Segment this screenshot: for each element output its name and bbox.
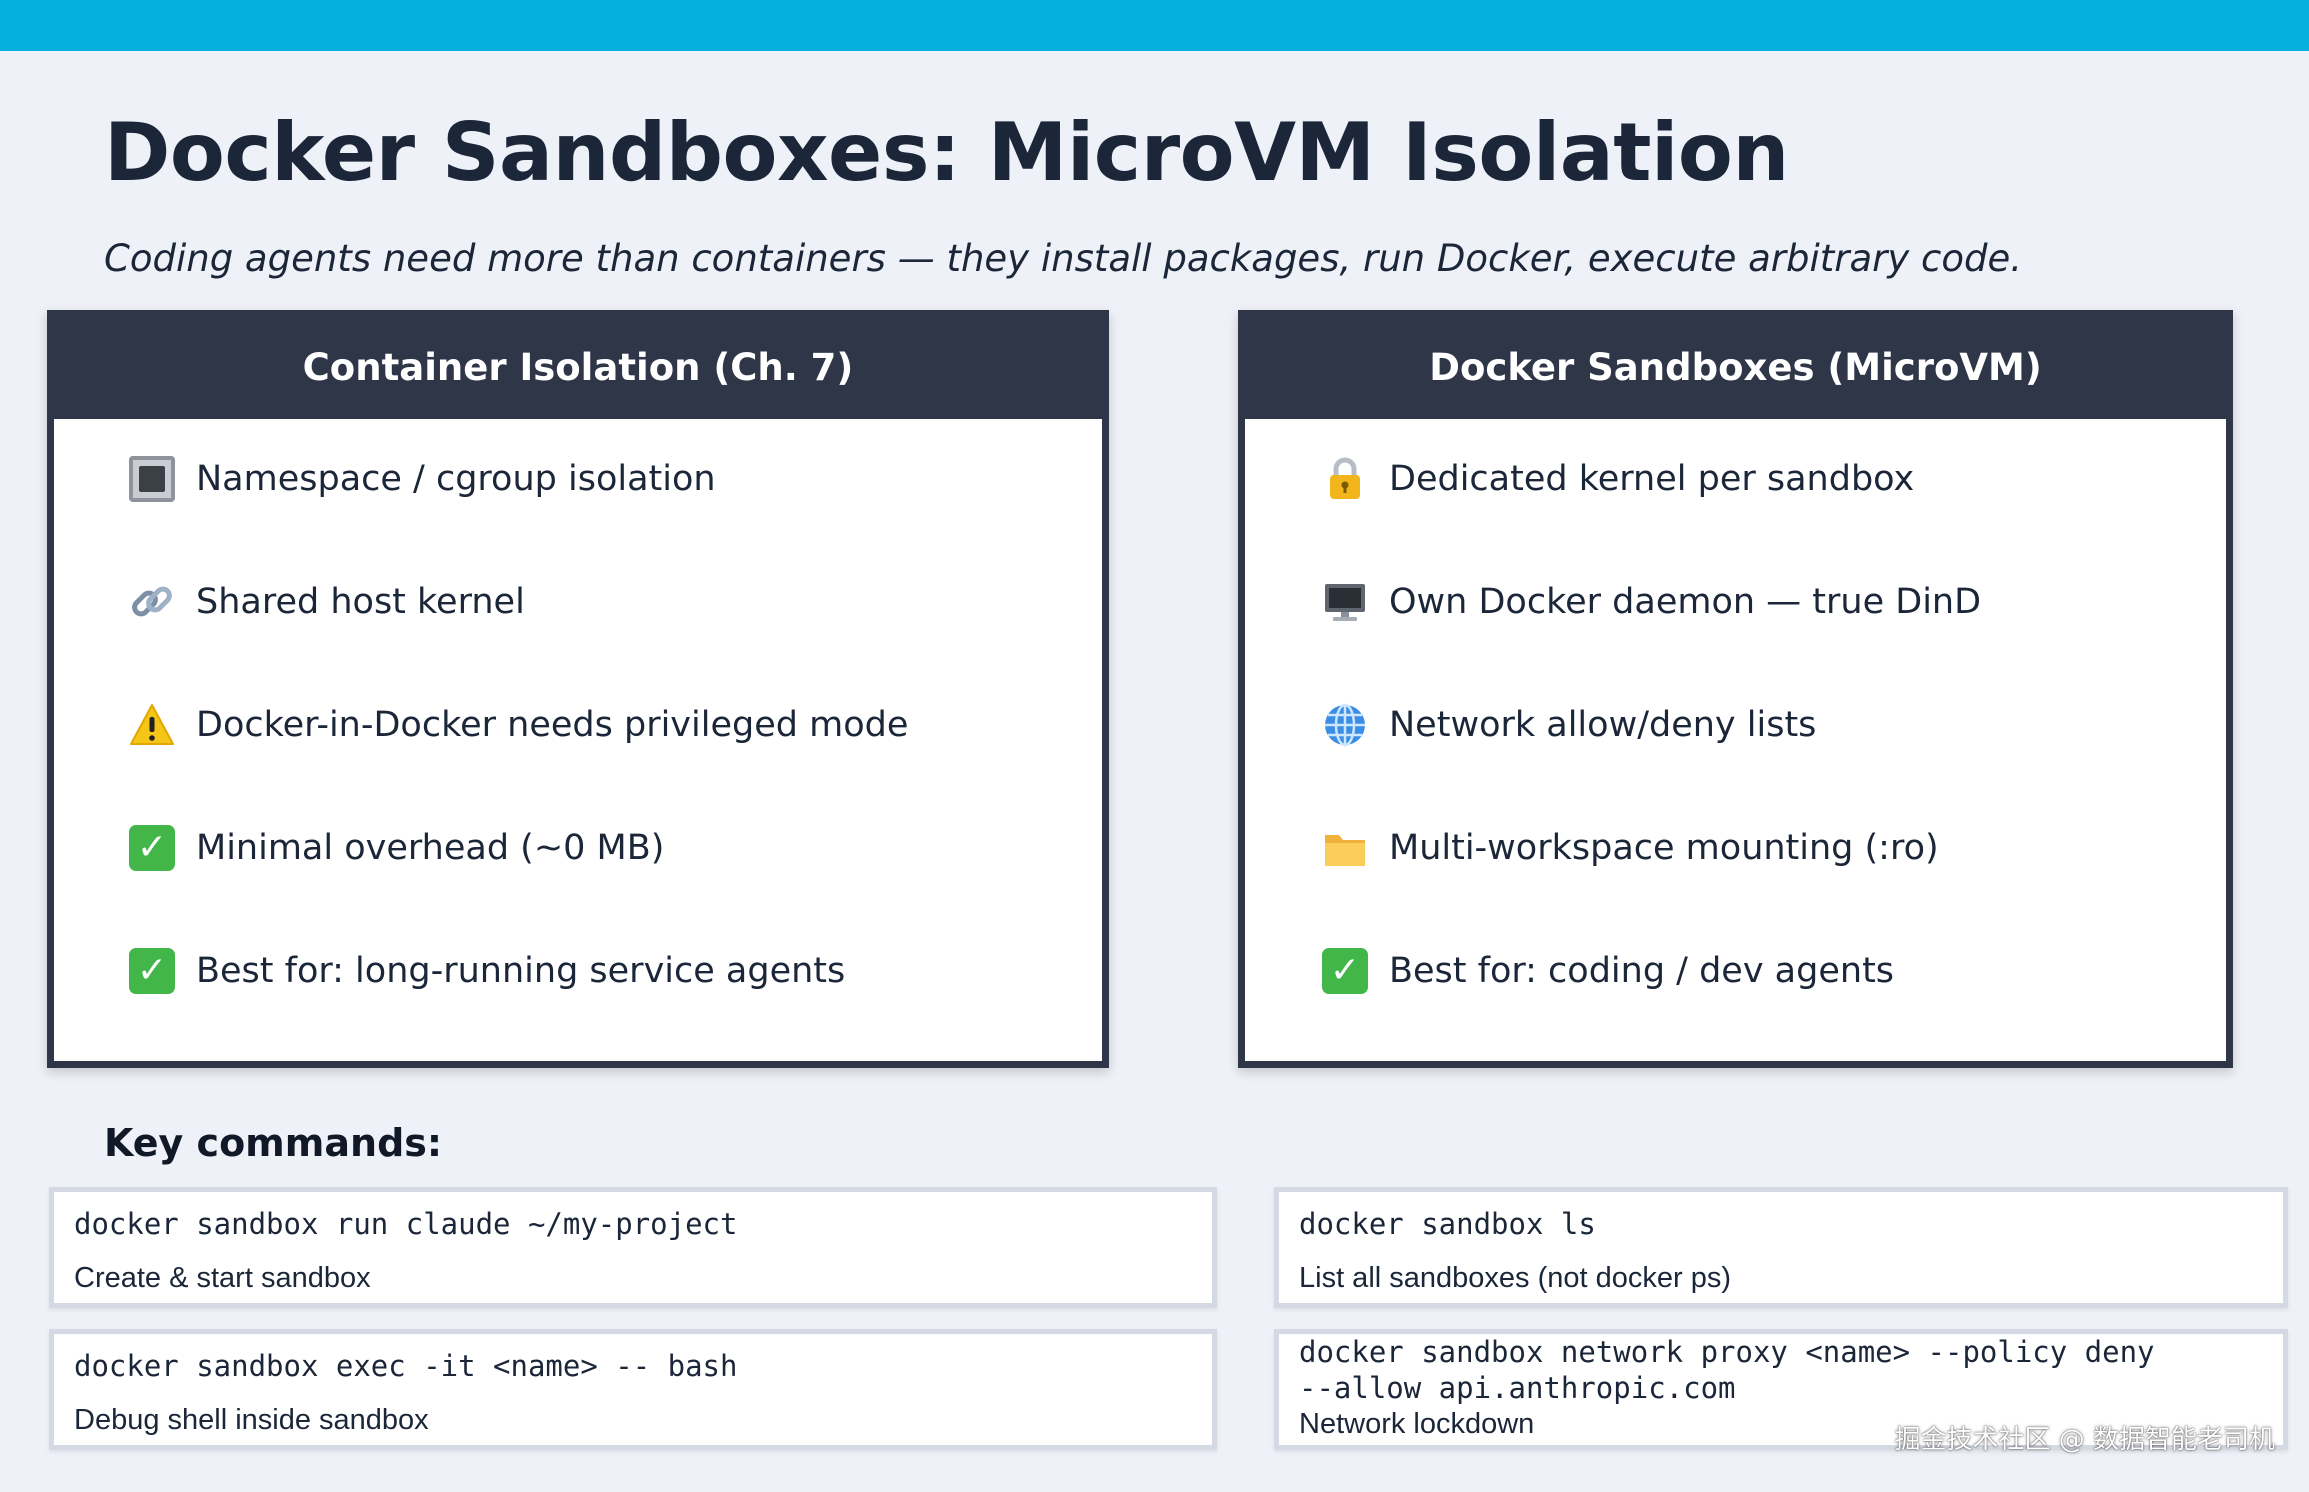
command-description: Debug shell inside sandbox (74, 1404, 429, 1436)
panel-header: Container Isolation (Ch. 7) (54, 316, 1102, 419)
monitor-icon (1322, 579, 1368, 625)
command-code: docker sandbox network proxy <name> --po… (1299, 1335, 2155, 1405)
command-code: docker sandbox ls (1299, 1207, 1596, 1241)
folder-icon (1322, 825, 1368, 871)
list-item-text: Network allow/deny lists (1389, 705, 1817, 745)
warning-icon (129, 702, 175, 748)
list-item: ✓ Best for: coding / dev agents (1322, 936, 1894, 1006)
top-accent-bar (0, 0, 2309, 51)
check-icon: ✓ (129, 825, 175, 871)
panel-header: Docker Sandboxes (MicroVM) (1245, 316, 2226, 419)
list-item: Network allow/deny lists (1322, 690, 1816, 760)
list-item: Own Docker daemon — true DinD (1322, 567, 1981, 637)
command-card: docker sandbox ls List all sandboxes (no… (1274, 1187, 2288, 1308)
link-icon (129, 579, 175, 625)
command-card: docker sandbox exec -it <name> -- bash D… (49, 1329, 1217, 1450)
page-title: Docker Sandboxes: MicroVM Isolation (104, 106, 1789, 199)
docker-sandboxes-panel: Docker Sandboxes (MicroVM) Dedicated ker… (1238, 310, 2233, 1068)
list-item: ✓ Minimal overhead (~0 MB) (129, 813, 664, 883)
list-item: Namespace / cgroup isolation (129, 444, 716, 514)
command-code: docker sandbox exec -it <name> -- bash (74, 1349, 738, 1383)
globe-icon (1322, 702, 1368, 748)
command-description: Network lockdown (1299, 1408, 1535, 1440)
watermark: 掘金技术社区 @ 数据智能老司机 (1894, 1425, 2275, 1455)
command-description: Create & start sandbox (74, 1262, 371, 1294)
key-commands-heading: Key commands: (104, 1121, 443, 1165)
list-item-text: Own Docker daemon — true DinD (1389, 582, 1982, 622)
list-item-text: Minimal overhead (~0 MB) (196, 828, 665, 868)
list-item: ✓ Best for: long-running service agents (129, 936, 845, 1006)
list-item-text: Best for: coding / dev agents (1389, 951, 1895, 991)
command-code: docker sandbox run claude ~/my-project (74, 1207, 738, 1241)
list-item: Multi-workspace mounting (:ro) (1322, 813, 1939, 883)
list-item-text: Namespace / cgroup isolation (196, 459, 716, 499)
command-description: List all sandboxes (not docker ps) (1299, 1262, 1731, 1294)
check-icon: ✓ (1322, 948, 1368, 994)
command-card: docker sandbox run claude ~/my-project C… (49, 1187, 1217, 1308)
list-item-text: Dedicated kernel per sandbox (1389, 459, 1915, 499)
container-isolation-panel: Container Isolation (Ch. 7) Namespace / … (47, 310, 1109, 1068)
list-item: Dedicated kernel per sandbox (1322, 444, 1914, 514)
list-item-text: Shared host kernel (196, 582, 525, 622)
list-item: Docker-in-Docker needs privileged mode (129, 690, 908, 760)
list-item-text: Docker-in-Docker needs privileged mode (196, 705, 909, 745)
list-item-text: Multi-workspace mounting (:ro) (1389, 828, 1939, 868)
check-icon: ✓ (129, 948, 175, 994)
page-subtitle: Coding agents need more than containers … (104, 237, 2023, 280)
lock-icon (1322, 456, 1368, 502)
command-card: docker sandbox network proxy <name> --po… (1274, 1329, 2288, 1450)
list-item: Shared host kernel (129, 567, 525, 637)
square-icon (129, 456, 175, 502)
list-item-text: Best for: long-running service agents (196, 951, 846, 991)
